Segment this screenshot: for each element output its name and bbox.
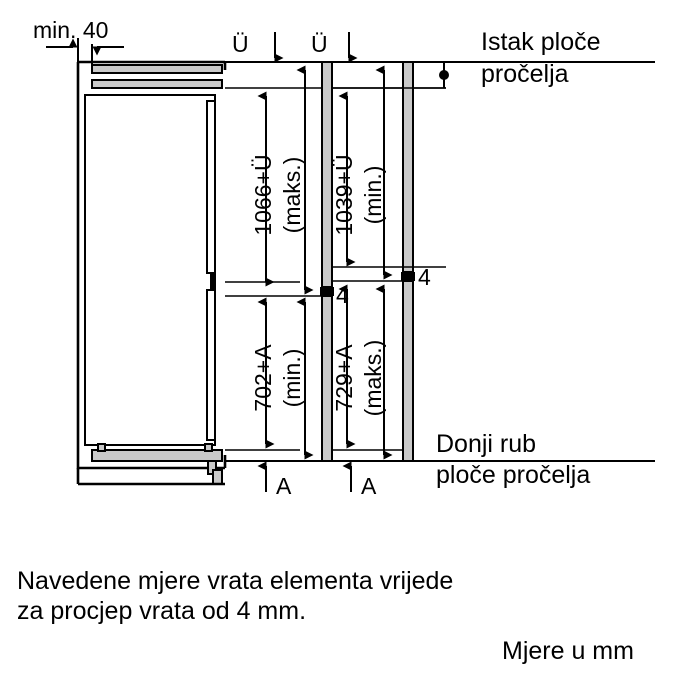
base-foot-left (97, 443, 106, 452)
door-panel-strips (320, 61, 415, 462)
base-leg-outer (212, 469, 223, 485)
base-label-right: A (361, 473, 377, 499)
dim-lower-right (332, 280, 403, 460)
dim-lower-left-label-1: 702+A (250, 344, 276, 412)
cabinet-outline (76, 60, 227, 470)
niche-outer-frame (76, 62, 225, 470)
base-clearance-markers (257, 461, 352, 492)
bottom-callout-line-2: ploče pročelja (436, 461, 590, 489)
dim-upper-left (225, 91, 300, 287)
dim-lower-left (225, 295, 322, 460)
dim-upper-left-label-2: (maks.) (279, 157, 305, 234)
overhang-markers (274, 32, 358, 63)
base-plinth-bar (91, 449, 223, 462)
top-bar-upper (91, 64, 223, 74)
appliance-hinge-upper (206, 100, 216, 274)
appliance-body (84, 94, 216, 446)
dim-upper-right-label-2: (min.) (360, 166, 386, 225)
dim-upper-right-label-1: 1039+Ü (331, 154, 357, 235)
top-callout-dot (439, 70, 449, 80)
overhang-label-right: Ü (311, 31, 328, 57)
top-callout-line-1: Istak ploče (481, 28, 601, 56)
gap-label-right: 4 (418, 264, 431, 290)
appliance-hinge-gap-marker (210, 273, 214, 290)
door-panel-middle-gap (320, 287, 334, 296)
dim-lower-right-label-2: (maks.) (360, 340, 386, 417)
appliance-top-bars (91, 64, 223, 89)
top-callout-line-2: pročelja (481, 60, 569, 88)
units-note: Mjere u mm (502, 637, 634, 665)
dim-upper-left-label-1: 1066+Ü (250, 154, 276, 235)
base-label-left: A (276, 473, 292, 499)
door-panel-right-upper (402, 61, 414, 273)
door-panel-right-lower (402, 280, 414, 462)
footnote-line-2: za procjep vrata od 4 mm. (17, 597, 306, 625)
overhang-label-left: Ü (232, 31, 249, 57)
dim-lower-right-label-1: 729+A (331, 344, 357, 412)
appliance-base (76, 443, 225, 486)
top-bar-lower (91, 79, 223, 89)
min40-dimension (46, 38, 124, 66)
bottom-callout-line-1: Donji rub (436, 430, 536, 458)
top-callout-leader (439, 61, 655, 88)
dim-lower-left-label-2: (min.) (279, 349, 305, 408)
min40-label: min. 40 (33, 17, 108, 43)
appliance-hinge-lower (206, 289, 216, 441)
base-foot-right (204, 443, 213, 452)
dim-upper-right (332, 65, 446, 280)
door-panel-right-gap (401, 272, 415, 281)
appliance-cabinet-box (84, 94, 216, 446)
footnote-line-1: Navedene mjere vrata elementa vrijede (17, 567, 453, 595)
